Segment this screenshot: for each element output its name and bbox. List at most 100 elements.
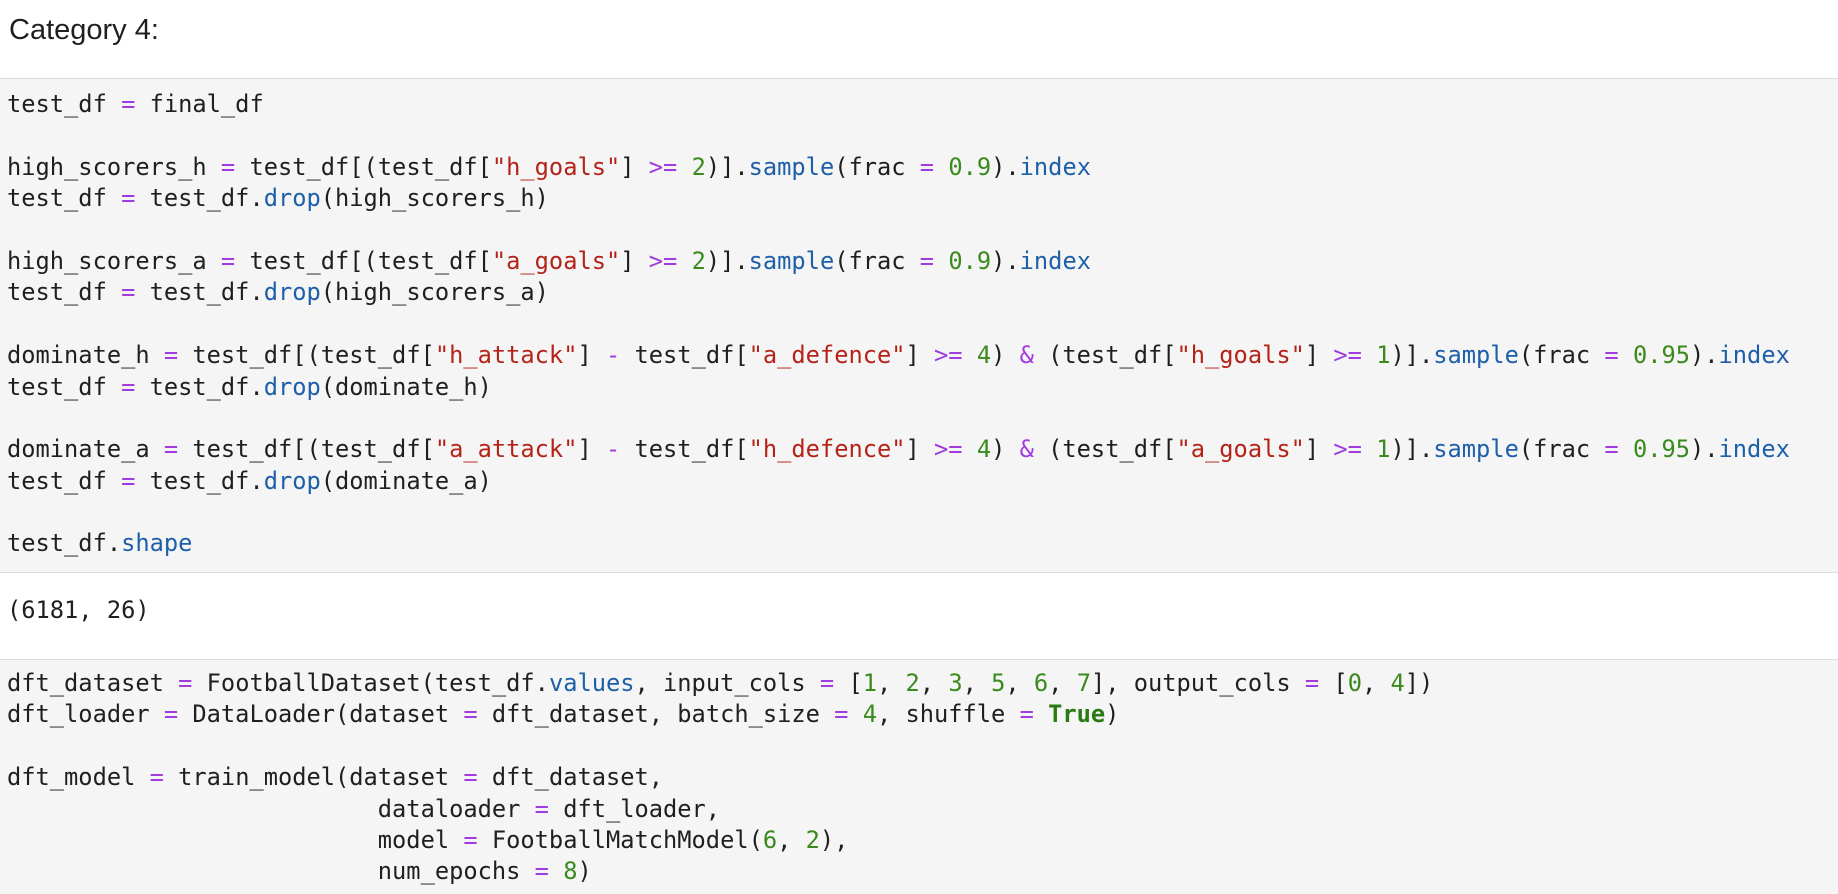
code-line <box>7 403 1790 434</box>
code-number: 0.9 <box>948 152 992 181</box>
code-text: ) <box>1105 700 1120 729</box>
code-text: test_df <box>7 372 122 401</box>
code-text: ). <box>991 152 1020 181</box>
code-text: ] <box>1304 341 1334 370</box>
code-attribute: sample <box>748 246 835 275</box>
code-attribute: index <box>1718 435 1790 464</box>
code-number: 4 <box>976 341 992 370</box>
code-string: "a_attack" <box>434 435 578 464</box>
code-line: test_df = final_df <box>7 89 1790 120</box>
code-line <box>7 215 1790 246</box>
code-operator: = <box>463 825 478 854</box>
code-operator: = <box>1304 669 1320 697</box>
code-number: 3 <box>948 669 963 697</box>
code-text: ) <box>991 341 1020 370</box>
code-operator: = <box>163 435 179 464</box>
code-line <box>7 309 1790 340</box>
code-cell-training[interactable]: dft_dataset = FootballDataset(test_df.va… <box>0 659 1838 894</box>
code-text: (frac <box>1518 435 1605 464</box>
code-text: ] <box>620 152 649 181</box>
code-text: test_df. <box>135 184 264 213</box>
code-operator: >= <box>934 341 963 370</box>
code-text: dft_dataset <box>7 669 179 697</box>
code-operator: = <box>919 152 935 181</box>
code-lines: dft_dataset = FootballDataset(test_df.va… <box>7 668 1433 888</box>
code-number: 7 <box>1076 669 1091 697</box>
code-text: (6181, 26) <box>7 596 150 624</box>
code-text: ], output_cols <box>1090 669 1305 697</box>
code-text: high_scorers_a <box>7 246 221 275</box>
code-attribute: sample <box>1433 435 1519 464</box>
code-text: [ <box>1319 669 1348 697</box>
code-attribute: drop <box>263 184 321 213</box>
code-text: ). <box>1690 341 1719 370</box>
code-attribute: sample <box>748 152 835 181</box>
code-text: dft_loader, <box>548 794 721 823</box>
code-line <box>7 731 1433 762</box>
code-text: dft_dataset, <box>477 763 664 792</box>
code-attribute: drop <box>263 466 321 495</box>
code-text <box>1619 435 1633 463</box>
code-number: 0.95 <box>1632 341 1690 370</box>
code-attribute: index <box>1019 246 1091 275</box>
code-text: , shuffle <box>876 700 1020 729</box>
code-string: "a_defence" <box>748 341 906 370</box>
code-text: FootballMatchModel( <box>477 825 763 854</box>
code-cell-filtering[interactable]: test_df = final_df high_scorers_h = test… <box>0 78 1838 572</box>
code-operator: - <box>606 435 621 464</box>
code-attribute: sample <box>1433 341 1519 370</box>
code-text: test_df[(test_df[ <box>235 152 492 181</box>
code-text: num_epochs <box>7 857 535 886</box>
code-text: final_df <box>135 90 264 118</box>
code-operator: = <box>919 246 935 275</box>
code-operator: = <box>121 90 136 118</box>
code-number: 2 <box>691 152 706 181</box>
code-number: 5 <box>991 669 1006 697</box>
code-operator: & <box>1019 341 1034 370</box>
code-text: dft_dataset, batch_size <box>477 700 835 729</box>
code-text <box>1362 435 1376 463</box>
code-text: ). <box>991 246 1020 275</box>
code-attribute: drop <box>263 278 321 307</box>
code-text: test_df <box>7 466 122 495</box>
code-line: dft_dataset = FootballDataset(test_df.va… <box>7 668 1433 699</box>
code-text <box>549 857 563 885</box>
code-line: dominate_h = test_df[(test_df["h_attack"… <box>7 340 1790 371</box>
code-keyword: True <box>1048 700 1106 729</box>
code-operator: = <box>163 341 179 370</box>
code-number: 2 <box>691 246 706 275</box>
code-line: dominate_a = test_df[(test_df["a_attack"… <box>7 434 1790 465</box>
code-line: test_df = test_df.drop(dominate_a) <box>7 466 1790 497</box>
code-string: "h_attack" <box>434 341 578 370</box>
code-text: [ <box>834 669 863 697</box>
output-lines: (6181, 26) <box>7 595 150 626</box>
code-attribute: index <box>1718 341 1790 370</box>
code-string: "a_goals" <box>1176 435 1305 464</box>
code-text <box>963 341 977 369</box>
code-operator: = <box>534 794 549 823</box>
code-text: test_df. <box>135 372 264 401</box>
code-text: )]. <box>1390 341 1434 370</box>
code-text: ]) <box>1404 669 1434 697</box>
code-text: test_df[ <box>620 341 749 370</box>
code-text: test_df <box>7 90 122 118</box>
code-attribute: values <box>548 669 635 697</box>
code-operator: = <box>121 466 136 495</box>
code-operator: >= <box>1333 435 1362 464</box>
code-text: (test_df[ <box>1033 435 1177 464</box>
code-text: test_df[ <box>620 435 749 464</box>
code-text <box>1619 341 1633 369</box>
code-operator: = <box>1019 700 1034 729</box>
code-text: , <box>1361 669 1391 697</box>
code-operator: = <box>534 857 549 886</box>
code-operator: >= <box>934 435 963 464</box>
code-operator: = <box>121 184 136 213</box>
code-operator: = <box>463 700 478 729</box>
code-line: test_df.shape <box>7 528 1790 559</box>
code-text: , <box>919 669 949 697</box>
code-operator: = <box>1604 341 1619 370</box>
code-text <box>848 700 862 728</box>
output-line: (6181, 26) <box>7 595 150 626</box>
code-text: test_df <box>7 184 122 213</box>
code-text: test_df[(test_df[ <box>178 435 435 464</box>
